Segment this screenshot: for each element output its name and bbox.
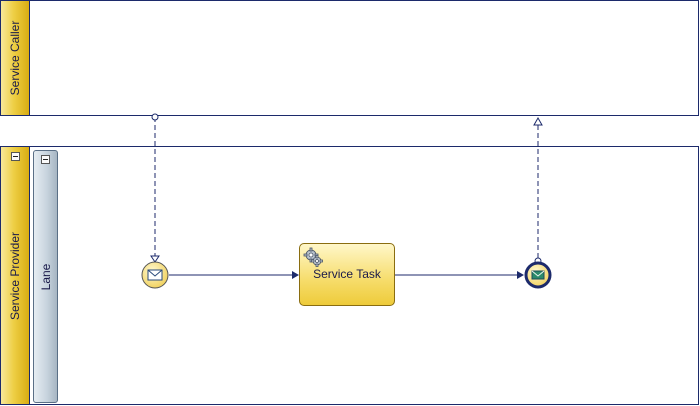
message-flow-in[interactable] (150, 113, 160, 263)
pool-service-caller[interactable]: Service Caller (0, 0, 699, 116)
message-start-event[interactable] (141, 261, 169, 289)
pool-header-service-provider[interactable]: Service Provider (1, 147, 30, 404)
pool-header-service-caller[interactable]: Service Caller (1, 1, 30, 115)
pool-collapse-button[interactable] (11, 152, 20, 161)
message-flow-out[interactable] (533, 116, 543, 265)
lane-collapse-button[interactable] (41, 155, 50, 164)
service-task-label: Service Task (313, 267, 381, 281)
sequence-flow-task-end[interactable] (395, 271, 524, 279)
lane-header[interactable]: Lane (33, 150, 58, 403)
service-task[interactable]: Service Task (299, 243, 395, 306)
sequence-flow-start-task[interactable] (169, 271, 299, 279)
message-end-event[interactable] (524, 261, 552, 289)
gear-icon (303, 247, 323, 267)
envelope-icon (147, 269, 163, 281)
envelope-icon (531, 270, 545, 280)
